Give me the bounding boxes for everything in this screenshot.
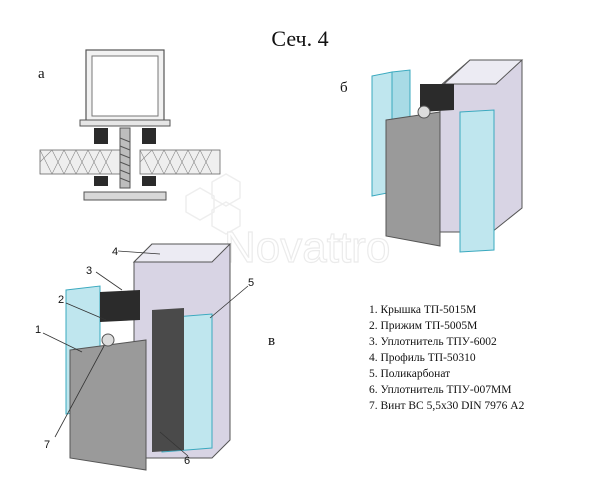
callout-leaders <box>42 250 249 457</box>
legend-item: 1. Крышка ТП-5015М <box>369 304 477 316</box>
watermark: Novattro <box>185 173 391 273</box>
legend-item: 3. Уплотнитель ТПУ-6002 <box>369 336 497 348</box>
section-title: Сеч. 4 <box>271 26 329 51</box>
view-v-label: в <box>268 333 276 349</box>
legend-item: 2. Прижим ТП-5005М <box>369 320 478 332</box>
callout-7: 7 <box>44 439 50 451</box>
view-b-label: б <box>340 80 348 96</box>
view-a-cross-section <box>39 49 221 201</box>
callout-numbers: 4 3 2 1 5 6 7 <box>35 246 254 467</box>
legend-item: 7. Винт ВС 5,5х30 DIN 7976 А2 <box>369 400 525 412</box>
view-v-assembly <box>65 243 232 471</box>
callout-1: 1 <box>35 324 41 336</box>
view-b-assembly <box>371 59 524 253</box>
callout-4: 4 <box>112 246 118 258</box>
callout-6: 6 <box>184 455 190 467</box>
watermark-text: Novattro <box>224 223 390 272</box>
callout-5: 5 <box>248 277 254 289</box>
callout-3: 3 <box>86 265 92 277</box>
legend-item: 6. Уплотнитель ТПУ-007ММ <box>369 384 512 396</box>
legend-item: 5. Поликарбонат <box>369 368 451 380</box>
parts-legend: 1. Крышка ТП-5015М 2. Прижим ТП-5005М 3.… <box>369 302 524 414</box>
view-a-label: а <box>38 66 45 82</box>
legend-item: 4. Профиль ТП-50310 <box>369 352 476 364</box>
callout-2: 2 <box>58 294 64 306</box>
